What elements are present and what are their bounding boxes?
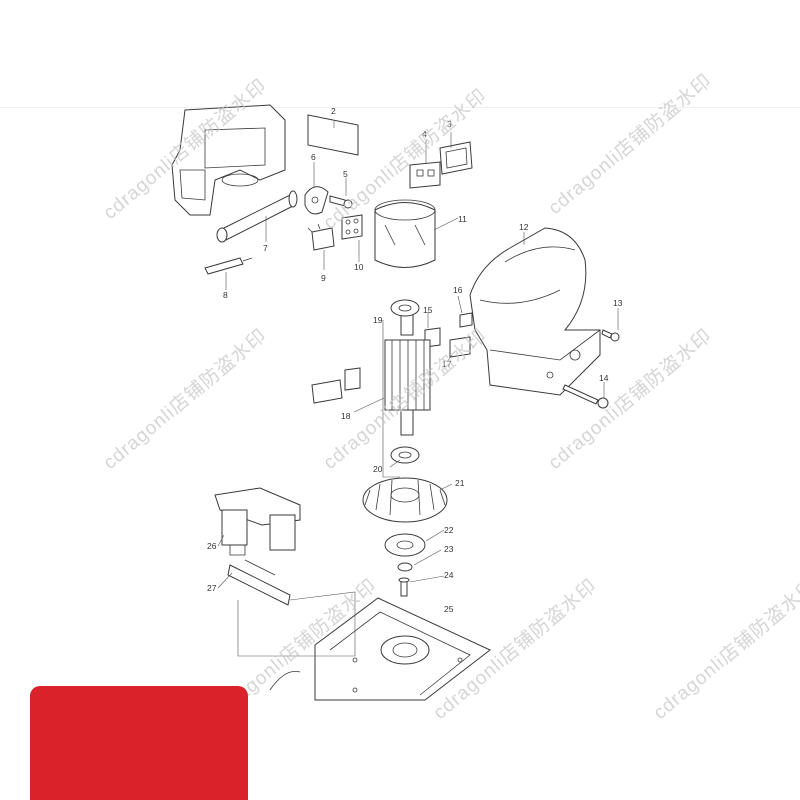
part-label-6: 6	[311, 152, 316, 162]
bearing-20-part	[390, 446, 420, 464]
screw-14-part	[562, 384, 609, 409]
capacitor-part	[307, 223, 335, 251]
screw-13-part	[601, 329, 620, 342]
part-label-13: 13	[613, 298, 623, 308]
part-number-labels: 2 3 4 5 6 7 8 9 10 11 12 13 14 15 16 17 …	[207, 106, 623, 614]
bearing-22-part	[384, 533, 426, 557]
part-label-10: 10	[354, 262, 364, 272]
part-label-25: 25	[444, 604, 454, 614]
switch-cover-part	[439, 141, 473, 175]
part-label-22: 22	[444, 525, 454, 535]
switch-part	[409, 161, 441, 189]
housing-part	[171, 104, 286, 216]
part-label-7: 7	[263, 243, 268, 253]
part-label-21: 21	[455, 478, 465, 488]
part-label-2: 2	[331, 106, 336, 116]
armature-part	[384, 314, 431, 436]
top-blank-bar	[0, 0, 800, 108]
watermark-text: cdragonli店铺防盗水印	[544, 69, 716, 218]
tube-part	[269, 671, 301, 691]
washer-part	[397, 562, 413, 572]
screw-24-part	[398, 577, 410, 597]
field-part	[374, 199, 436, 268]
cord-part	[204, 257, 253, 275]
part-label-17: 17	[442, 359, 452, 369]
part-label-9: 9	[321, 273, 326, 283]
lever-part	[227, 559, 291, 606]
part-label-11: 11	[458, 214, 467, 224]
part-label-12: 12	[519, 222, 529, 232]
motor-housing-part	[469, 227, 601, 396]
part-label-24: 24	[444, 570, 454, 580]
part-label-8: 8	[223, 290, 228, 300]
part-label-18: 18	[341, 411, 351, 421]
label-plate-part	[307, 114, 359, 156]
part-label-20: 20	[373, 464, 383, 474]
part-label-4: 4	[422, 129, 427, 139]
bearing-19-part	[390, 299, 420, 317]
watermark-text: cdragonli店铺防盗水印	[649, 574, 800, 723]
base-plate-part	[314, 597, 491, 701]
brush-holder-18-part	[311, 367, 361, 404]
part-label-5: 5	[343, 169, 348, 179]
cord-guard-part	[216, 190, 298, 243]
carbon-brush-part	[459, 312, 473, 328]
part-label-19: 19	[373, 315, 383, 325]
part-label-14: 14	[599, 373, 609, 383]
red-banner	[30, 686, 248, 800]
part-label-26: 26	[207, 541, 217, 551]
part-label-3: 3	[447, 119, 452, 129]
part-label-23: 23	[444, 544, 454, 554]
part-label-15: 15	[423, 305, 433, 315]
fan-part	[362, 477, 448, 523]
watermark-text: cdragonli店铺防盗水印	[99, 324, 271, 473]
terminal-block-part	[341, 214, 363, 240]
small-screw-part	[329, 195, 353, 209]
strain-relief-part	[304, 186, 329, 215]
part-label-27: 27	[207, 583, 217, 593]
leader-lines	[217, 120, 619, 657]
part-label-16: 16	[453, 285, 463, 295]
counterweight-part	[214, 487, 301, 556]
